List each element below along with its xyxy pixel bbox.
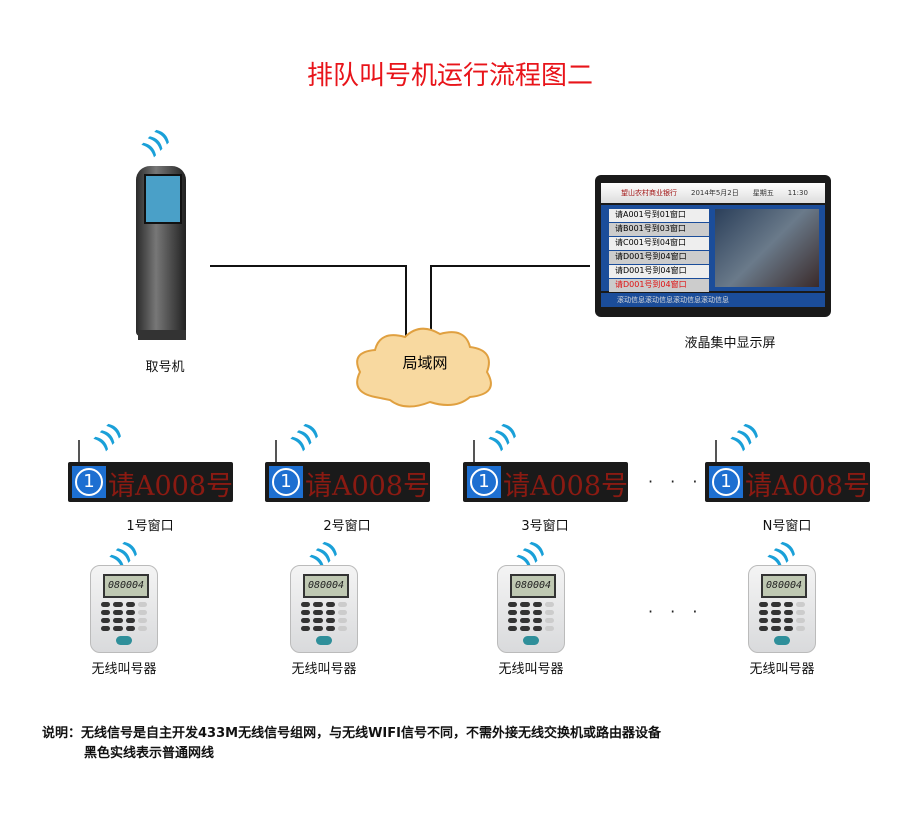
pager-label: 无线叫号器 [749, 662, 815, 677]
window-label: 1号窗口 [126, 519, 174, 534]
note: 说明：无线信号是自主开发433M无线信号组网，与无线WIFI信号不同，不需外接无… [42, 724, 661, 764]
pager-ok-button [523, 636, 539, 645]
queue-row: 请B001号到03窗口 [609, 223, 709, 236]
pager-ok-button [316, 636, 332, 645]
ticker-bar: 滚动信息滚动信息滚动信息滚动信息 [601, 293, 825, 307]
wifi-icon: ))) [484, 417, 521, 455]
bank-name: 望山农村商业银行 [621, 189, 677, 197]
window-number: 1 [272, 468, 300, 496]
wifi-icon: ))) [726, 417, 763, 455]
kiosk-label: 取号机 [145, 360, 185, 375]
led-text: 请A008号 [305, 471, 431, 502]
wifi-icon: ))) [137, 123, 174, 161]
wireless-pager: 080004 [90, 565, 158, 653]
window-number: 1 [712, 468, 740, 496]
led-text: 请A008号 [108, 471, 234, 502]
pager-screen: 080004 [103, 574, 149, 598]
ticker-text: 滚动信息滚动信息滚动信息滚动信息 [617, 296, 729, 304]
led-window-display: 1 请A008号 [463, 462, 628, 502]
led-window-display: 1 请A008号 [265, 462, 430, 502]
lcd-label: 液晶集中显示屏 [684, 336, 776, 351]
ellipsis: · · · [648, 472, 704, 491]
lan-label: 局域网 [402, 354, 448, 372]
antenna-icon [275, 440, 277, 462]
ellipsis: · · · [648, 602, 704, 621]
led-text: 请A008号 [503, 471, 629, 502]
queue-row-active: 请D001号到04窗口 [609, 279, 709, 292]
window-number: 1 [470, 468, 498, 496]
pager-label: 无线叫号器 [498, 662, 564, 677]
window-number-badge: 1 [709, 466, 743, 498]
wireless-pager: 080004 [497, 565, 565, 653]
wireless-pager: 080004 [748, 565, 816, 653]
window-number-badge: 1 [467, 466, 501, 498]
cable-lcd-down [430, 265, 432, 340]
queue-row: 请A001号到01窗口 [609, 209, 709, 222]
pager-screen: 080004 [510, 574, 556, 598]
kiosk-machine: ))) [128, 124, 198, 350]
antenna-icon [715, 440, 717, 462]
pager-label: 无线叫号器 [291, 662, 357, 677]
window-label: 2号窗口 [323, 519, 371, 534]
cable-kiosk [210, 265, 407, 267]
cable-lcd [430, 265, 590, 267]
lcd-date: 2014年5月2日 [691, 189, 739, 197]
note-line-1: 说明：无线信号是自主开发433M无线信号组网，与无线WIFI信号不同，不需外接无… [42, 726, 661, 741]
wifi-icon: ))) [89, 417, 126, 455]
window-number: 1 [75, 468, 103, 496]
diagram-title: 排队叫号机运行流程图二 [306, 61, 593, 91]
queue-row: 请C001号到04窗口 [609, 237, 709, 250]
led-window-display: 1 请A008号 [705, 462, 870, 502]
window-number-badge: 1 [72, 466, 106, 498]
pager-screen: 080004 [303, 574, 349, 598]
pager-ok-button [116, 636, 132, 645]
window-label: 3号窗口 [521, 519, 569, 534]
queue-row: 请D001号到04窗口 [609, 251, 709, 264]
led-window-display: 1 请A008号 [68, 462, 233, 502]
note-line-2: 黑色实线表示普通网线 [84, 746, 215, 761]
lcd-weekday: 星期五 [752, 189, 774, 197]
antenna-icon [473, 440, 475, 462]
lan-cloud-icon [356, 327, 492, 408]
window-label: N号窗口 [762, 519, 812, 534]
pager-screen: 080004 [761, 574, 807, 598]
lcd-display-screen: 望山农村商业银行 2014年5月2日 星期五 11:30 请A001号到01窗口… [595, 175, 831, 317]
pager-ok-button [774, 636, 790, 645]
lcd-time: 11:30 [787, 189, 808, 197]
cable-kiosk-down [405, 265, 407, 340]
movie-poster-image [715, 209, 819, 287]
window-number-badge: 1 [269, 466, 303, 498]
pager-label: 无线叫号器 [91, 662, 157, 677]
wifi-icon: ))) [286, 417, 323, 455]
queue-row: 请D001号到04窗口 [609, 265, 709, 278]
wireless-pager: 080004 [290, 565, 358, 653]
led-text: 请A008号 [745, 471, 871, 502]
antenna-icon [78, 440, 80, 462]
